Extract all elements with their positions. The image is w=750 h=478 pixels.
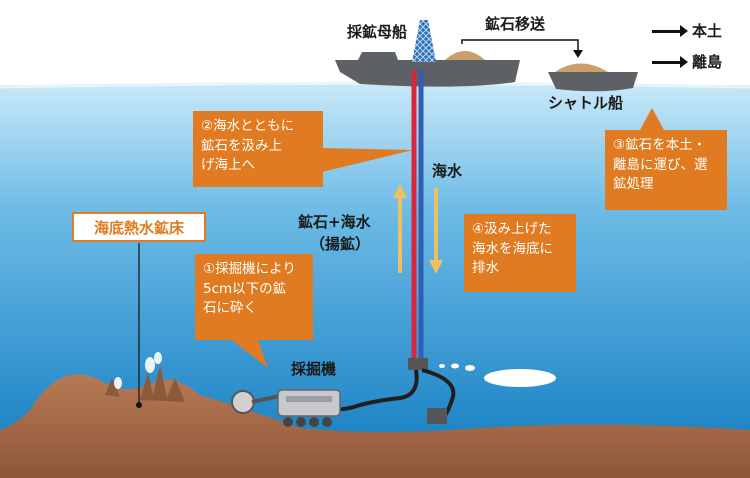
excavator-machine [231, 389, 341, 427]
callout-4-line-2: 海水を海底に [472, 240, 553, 257]
mother-ship-label: 採鉱母船 [347, 23, 408, 41]
ore-lifting-label: （揚鉱） [310, 235, 371, 253]
hydrothermal-plume [114, 352, 162, 389]
to-mainland: 本土 [652, 22, 723, 40]
flexible-hose [324, 369, 419, 412]
callout-1-line-1: ①採掘機により [203, 261, 296, 277]
callout-4-line-3: 排水 [472, 260, 499, 277]
to-island: 離島 [652, 53, 723, 71]
callout-2-line-3: げ海上へ [201, 157, 255, 174]
callout-3-line-2: 離島に運び、選 [613, 156, 708, 173]
hydrothermal-deposit-label: 海底熱水鉱床 [72, 212, 206, 242]
callout-1-line-3: 石に砕く [203, 300, 257, 317]
callout-3-line-1: ③鉱石を本土・ [613, 137, 707, 153]
callout-2-line-2: 鉱石を汲み上 [201, 137, 282, 154]
callout-2-lift-ore: ②海水とともに 鉱石を汲み上 げ海上へ [193, 111, 323, 187]
ore-transfer-label: 鉱石移送 [485, 15, 546, 33]
island-label: 離島 [692, 53, 723, 71]
mining-mother-ship [335, 20, 520, 87]
seawater-down-arrow [429, 188, 443, 274]
callout-4-line-1: ④汲み上げた [472, 221, 552, 237]
ore-seawater-label: 鉱石+海水 [298, 213, 371, 231]
seawater-label: 海水 [432, 162, 463, 180]
callout-3-line-3: 鉱処理 [613, 176, 654, 193]
callout-3-transport: ③鉱石を本土・ 離島に運び、選 鉱処理 [605, 130, 727, 210]
discharge-plume [439, 363, 556, 387]
excavator-label: 採掘機 [291, 360, 337, 378]
callout-1-excavate: ①採掘機により 5cm以下の鉱 石に砕く [195, 254, 313, 340]
mainland-label: 本土 [692, 22, 723, 40]
shuttle-ship-label: シャトル船 [548, 94, 624, 112]
lift-pump [408, 358, 428, 370]
right-arrow-icon [652, 56, 688, 69]
derrick-icon [412, 20, 436, 62]
shuttle-ship [548, 63, 638, 92]
ore-up-arrow [393, 184, 407, 273]
seabed [0, 374, 750, 478]
callout-2-line-1: ②海水とともに [201, 118, 295, 134]
right-arrow-icon [652, 25, 688, 38]
callout-4-discharge: ④汲み上げた 海水を海底に 排水 [464, 214, 576, 292]
hydrothermal-chimney [140, 365, 185, 402]
callout-1-line-2: 5cm以下の鉱 [203, 280, 287, 297]
